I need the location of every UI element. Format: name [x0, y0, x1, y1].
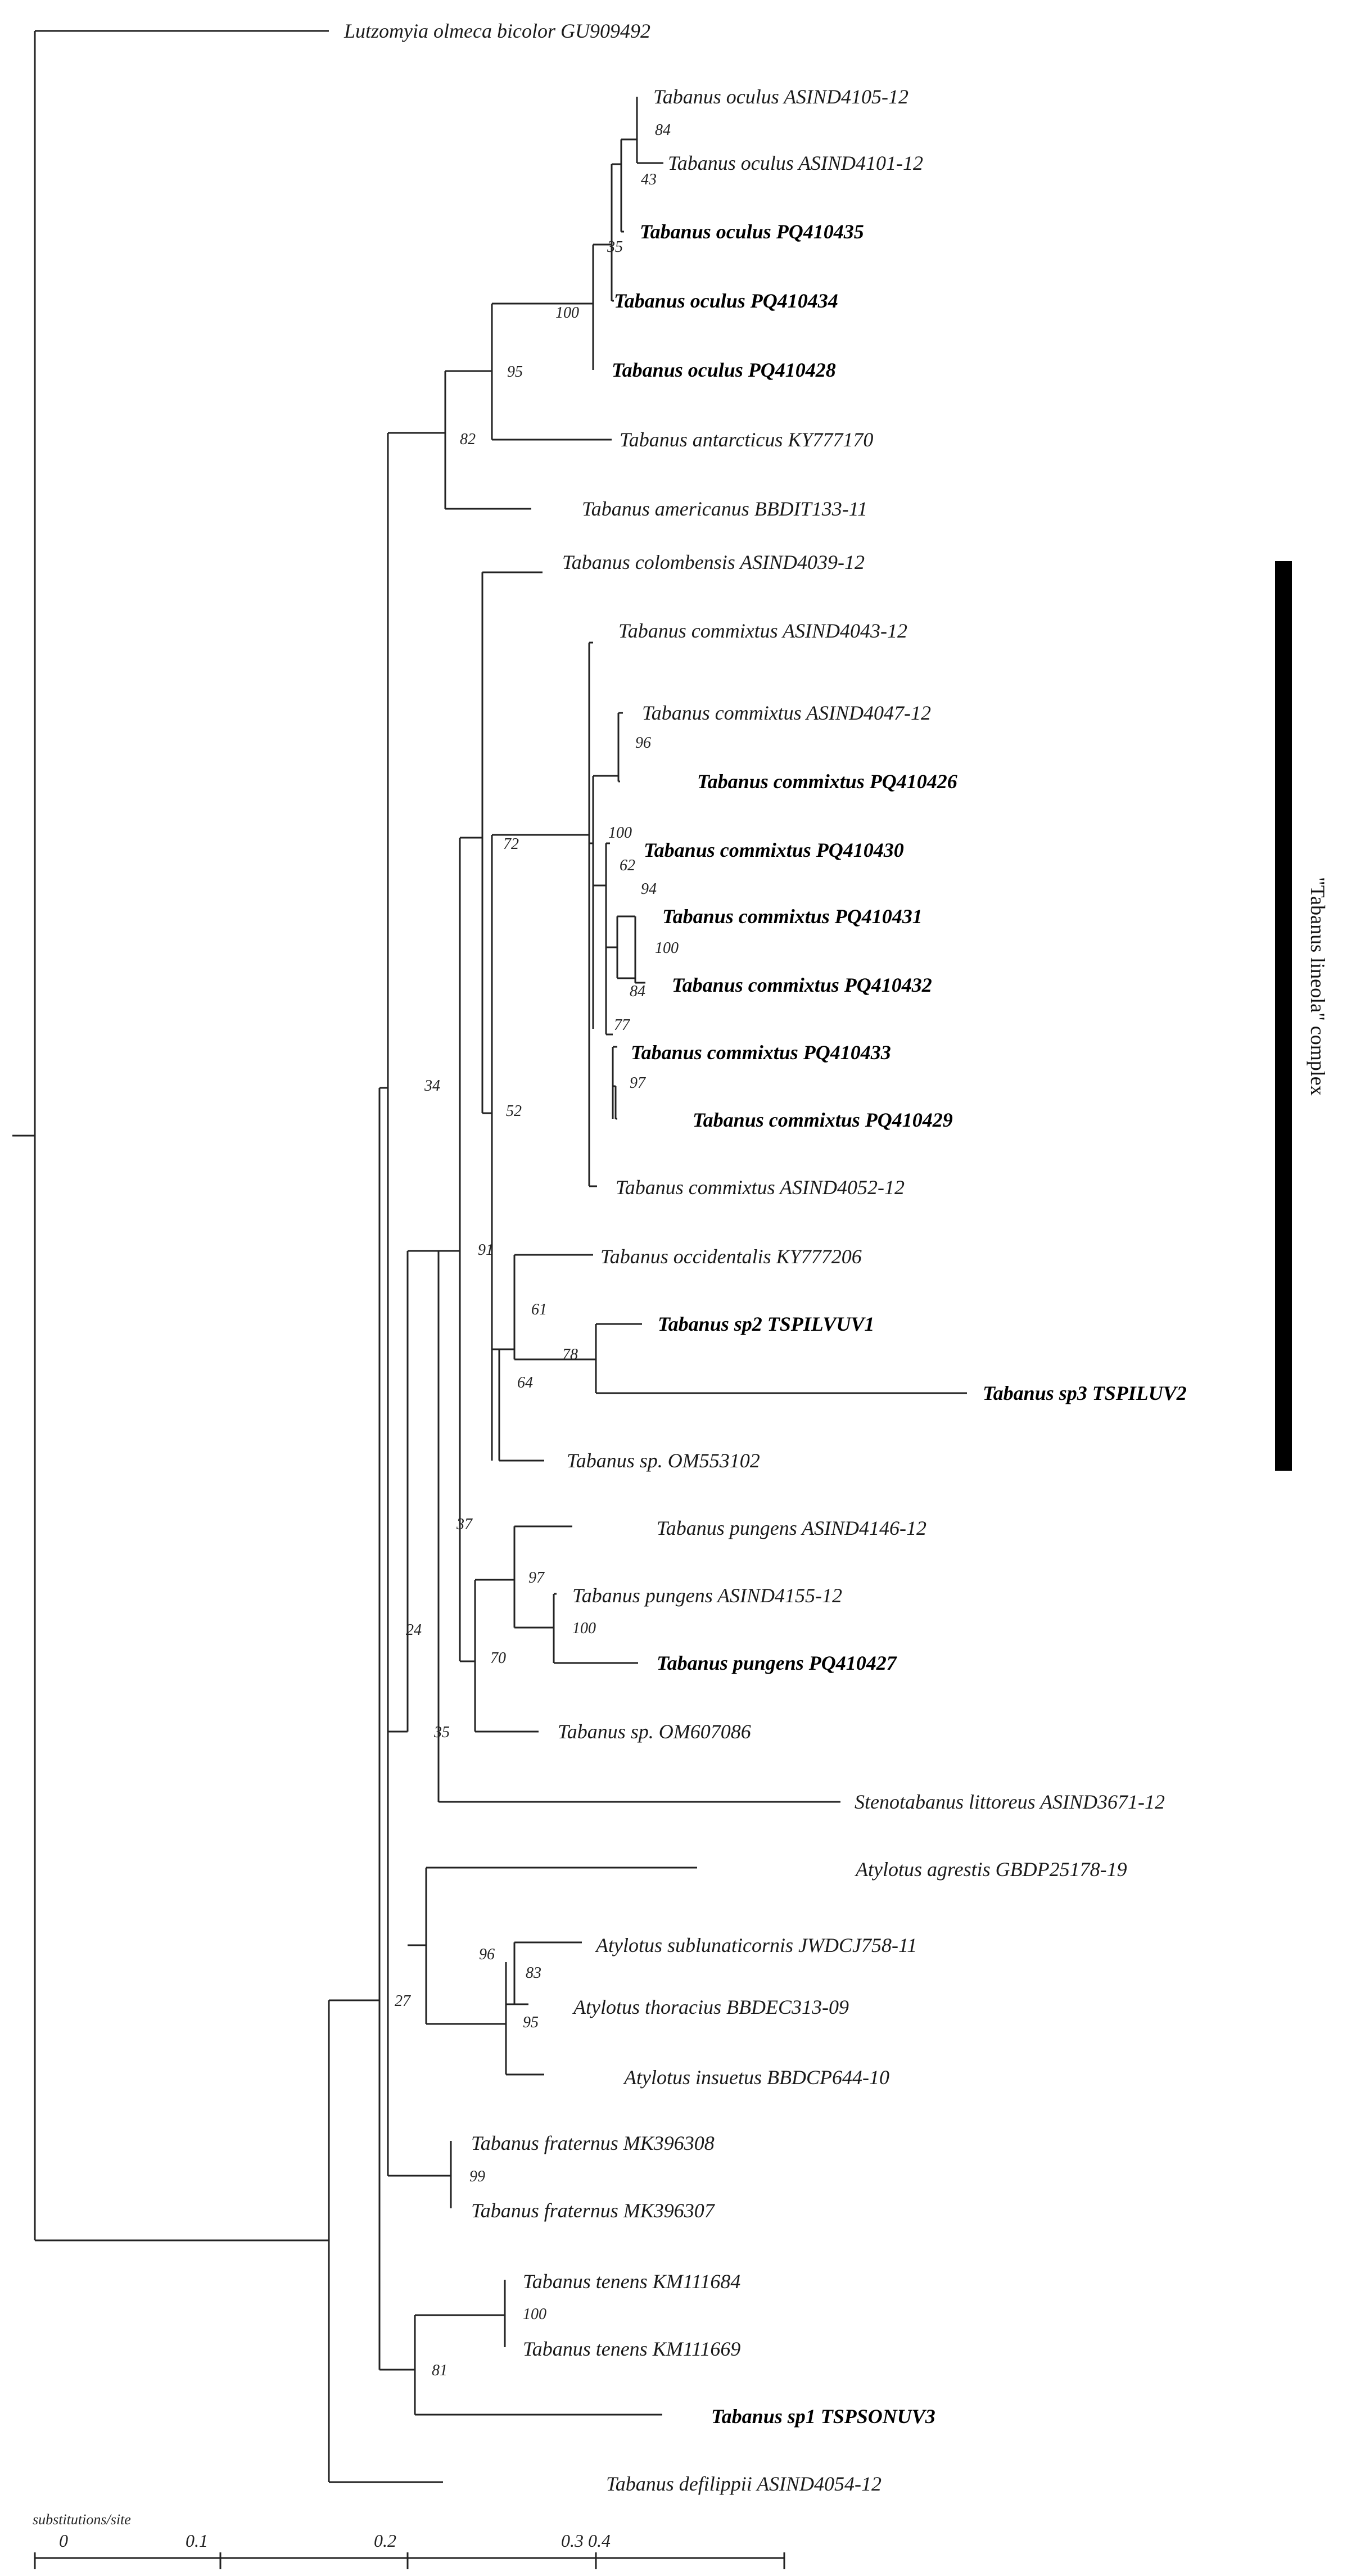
leaf-label: Tabanus commixtus PQ410430	[644, 839, 904, 861]
leaf-label: Tabanus tenens KM111669	[523, 2338, 740, 2360]
support-value: 96	[479, 1946, 495, 1963]
support-value: 91	[478, 1241, 494, 1259]
support-value: 84	[655, 121, 671, 139]
leaf-label: Stenotabanus littoreus ASIND3671-12	[855, 1791, 1165, 1813]
scale-tick-label: 0.3 0.4	[561, 2530, 611, 2551]
scale-title: substitutions/site	[33, 2511, 131, 2528]
complex-bar	[1275, 561, 1292, 1471]
leaf-labels: Lutzomyia olmeca bicolor GU909492Tabanus…	[343, 20, 1187, 2495]
support-value: 95	[523, 2014, 539, 2031]
support-value: 43	[641, 171, 657, 188]
leaf-label: Tabanus tenens KM111684	[523, 2270, 740, 2293]
support-value: 81	[432, 2362, 448, 2379]
scale-tick-label: 0.1	[186, 2530, 208, 2551]
support-value: 72	[503, 835, 519, 853]
scale-tick-label: 0.2	[374, 2530, 396, 2551]
support-value: 100	[555, 304, 579, 322]
support-value: 97	[630, 1074, 646, 1092]
leaf-label: Tabanus sp. OM553102	[567, 1449, 760, 1472]
leaf-label: Tabanus oculus PQ410428	[612, 359, 836, 381]
support-value: 24	[406, 1621, 422, 1639]
leaf-label: Tabanus occidentalis KY777206	[600, 1245, 862, 1268]
support-value: 64	[517, 1374, 533, 1391]
leaf-label: Lutzomyia olmeca bicolor GU909492	[343, 20, 650, 42]
leaf-label: Atylotus insuetus BBDCP644-10	[623, 2066, 889, 2089]
support-value: 70	[490, 1649, 506, 1667]
support-value: 27	[395, 1992, 411, 2010]
leaf-label: Tabanus commixtus PQ410432	[672, 974, 932, 996]
leaf-label: Tabanus pungens ASIND4146-12	[657, 1517, 926, 1539]
support-value: 97	[528, 1569, 545, 1587]
support-value: 78	[562, 1346, 578, 1363]
leaf-label: Tabanus commixtus PQ410433	[631, 1041, 891, 1064]
support-value: 95	[507, 363, 523, 381]
leaf-label: Tabanus colombensis ASIND4039-12	[562, 551, 865, 573]
leaf-label: Tabanus pungens PQ410427	[657, 1652, 898, 1674]
support-values: 8443351009582961006294100847797725261786…	[395, 121, 679, 2379]
leaf-label: Tabanus commixtus ASIND4052-12	[616, 1176, 905, 1199]
leaf-label: Atylotus agrestis GBDP25178-19	[855, 1858, 1127, 1881]
support-value: 77	[614, 1016, 630, 1034]
support-value: 35	[433, 1724, 450, 1741]
leaf-label: Tabanus fraternus MK396308	[471, 2132, 715, 2154]
leaf-label: Tabanus americanus BBDIT133-11	[582, 498, 867, 520]
leaf-label: Tabanus sp. OM607086	[558, 1720, 751, 1743]
support-value: 100	[608, 824, 632, 842]
support-value: 61	[531, 1301, 547, 1318]
support-value: 99	[469, 2168, 485, 2185]
support-value: 82	[460, 431, 476, 448]
support-value: 94	[641, 880, 657, 898]
leaf-label: Tabanus oculus PQ410434	[614, 290, 838, 312]
support-value: 84	[630, 983, 645, 1000]
support-value: 96	[635, 734, 651, 752]
leaf-label: Tabanus commixtus PQ410429	[693, 1109, 953, 1131]
support-value: 37	[456, 1516, 473, 1533]
support-value: 100	[655, 939, 679, 957]
leaf-label: Tabanus fraternus MK396307	[471, 2199, 716, 2222]
support-value: 62	[620, 857, 635, 874]
leaf-label: Tabanus sp2 TSPILVUV1	[658, 1313, 874, 1335]
support-value: 100	[523, 2306, 546, 2323]
leaf-label: Tabanus commixtus ASIND4047-12	[642, 702, 931, 724]
scale-bar: substitutions/site 0 0.1 0.2 0.3 0.4	[33, 2511, 785, 2569]
leaf-label: Atylotus thoracius BBDEC313-09	[572, 1996, 849, 2018]
leaf-label: Tabanus oculus ASIND4101-12	[668, 152, 923, 174]
support-value: 83	[526, 1964, 541, 1982]
leaf-label: Tabanus sp3 TSPILUV2	[983, 1382, 1187, 1404]
leaf-label: Tabanus commixtus ASIND4043-12	[618, 620, 907, 642]
support-value: 52	[506, 1102, 522, 1120]
support-value: 34	[424, 1077, 440, 1095]
leaf-label: Tabanus oculus PQ410435	[640, 220, 864, 243]
complex-label: "Tabanus lineola" complex	[1307, 877, 1329, 1096]
support-value: 100	[572, 1620, 596, 1637]
support-value: 35	[607, 238, 623, 256]
leaf-label: Tabanus sp1 TSPSONUV3	[711, 2405, 935, 2428]
leaf-label: Atylotus sublunaticornis JWDCJ758-11	[595, 1934, 917, 1956]
leaf-label: Tabanus oculus ASIND4105-12	[653, 85, 908, 108]
leaf-label: Tabanus pungens ASIND4155-12	[572, 1584, 842, 1607]
leaf-label: Tabanus commixtus PQ410426	[697, 770, 957, 793]
leaf-label: Tabanus commixtus PQ410431	[662, 905, 923, 928]
leaf-label: Tabanus defilippii ASIND4054-12	[606, 2473, 882, 2495]
scale-tick-label: 0	[59, 2530, 68, 2551]
leaf-label: Tabanus antarcticus KY777170	[620, 428, 873, 451]
tree-branches	[12, 30, 967, 2483]
